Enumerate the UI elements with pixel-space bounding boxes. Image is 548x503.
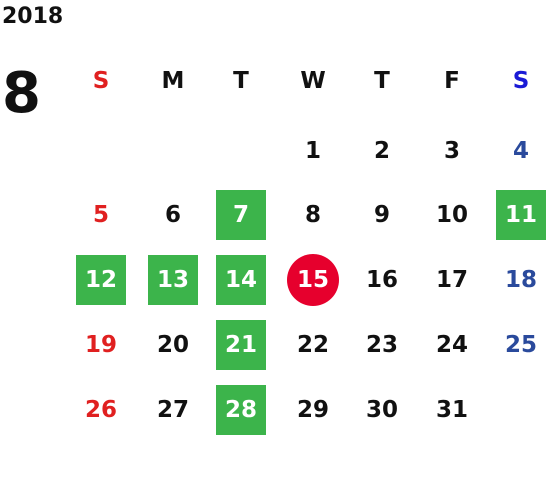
day-cell[interactable]: 23 <box>365 332 398 358</box>
day-cell-highlighted[interactable]: 11 <box>496 190 546 240</box>
day-cell[interactable]: 18 <box>504 267 537 293</box>
day-cell-highlighted[interactable]: 14 <box>216 255 266 305</box>
day-cell[interactable]: 27 <box>156 397 189 423</box>
day-cell[interactable]: 26 <box>84 397 117 423</box>
day-cell[interactable]: 16 <box>365 267 398 293</box>
day-cell[interactable]: 10 <box>435 202 468 228</box>
month-number: 8 <box>2 61 41 126</box>
day-cell[interactable]: 5 <box>92 202 109 228</box>
day-cell-highlighted[interactable]: 28 <box>216 385 266 435</box>
day-cell[interactable]: 29 <box>296 397 329 423</box>
weekday-sat: S <box>512 68 530 94</box>
day-cell-highlighted[interactable]: 7 <box>216 190 266 240</box>
day-cell[interactable]: 25 <box>504 332 537 358</box>
day-cell[interactable]: 3 <box>443 138 460 164</box>
year-label: 2018 <box>2 4 64 29</box>
day-cell-today[interactable]: 15 <box>287 254 339 306</box>
weekday-fri: F <box>444 68 460 94</box>
day-cell-highlighted[interactable]: 13 <box>148 255 198 305</box>
weekday-mon: M <box>161 68 185 94</box>
day-cell[interactable]: 17 <box>435 267 468 293</box>
day-cell[interactable]: 1 <box>304 138 321 164</box>
weekday-tue: T <box>233 68 249 94</box>
day-cell[interactable]: 8 <box>304 202 321 228</box>
day-cell[interactable]: 6 <box>164 202 181 228</box>
day-cell[interactable]: 22 <box>296 332 329 358</box>
day-cell[interactable]: 4 <box>512 138 529 164</box>
day-cell[interactable]: 31 <box>435 397 468 423</box>
day-cell[interactable]: 2 <box>373 138 390 164</box>
day-cell-highlighted[interactable]: 12 <box>76 255 126 305</box>
weekday-thu: T <box>374 68 390 94</box>
weekday-wed: W <box>300 68 326 94</box>
day-cell[interactable]: 9 <box>373 202 390 228</box>
day-cell[interactable]: 19 <box>84 332 117 358</box>
day-cell[interactable]: 30 <box>365 397 398 423</box>
weekday-sun: S <box>92 68 110 94</box>
day-cell-highlighted[interactable]: 21 <box>216 320 266 370</box>
day-cell[interactable]: 24 <box>435 332 468 358</box>
day-cell[interactable]: 20 <box>156 332 189 358</box>
